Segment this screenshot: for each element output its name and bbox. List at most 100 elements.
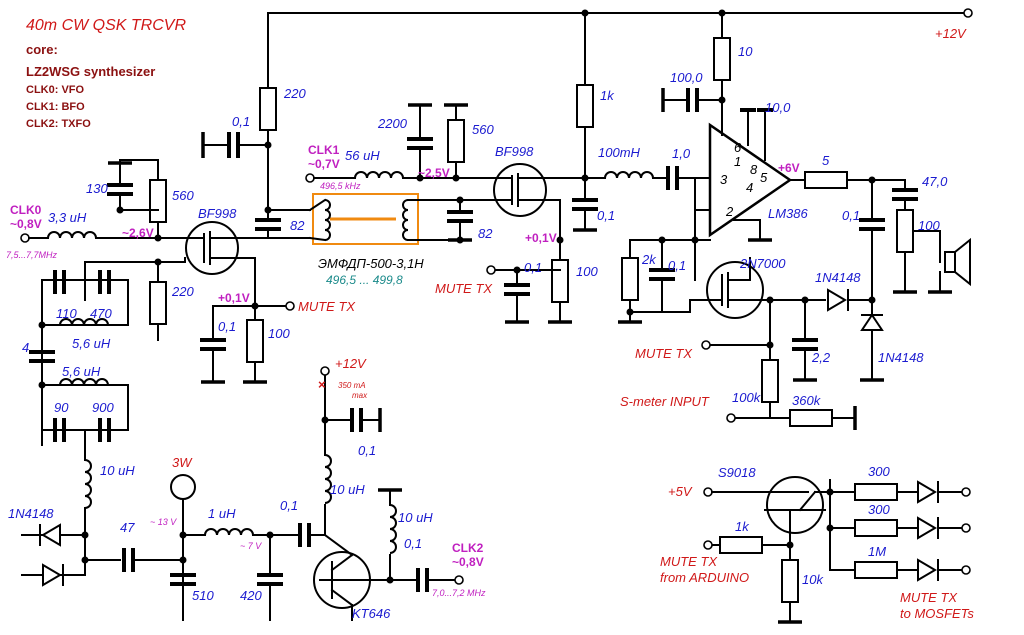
label-c900: 900 bbox=[92, 400, 114, 415]
label-c47: 47,0 bbox=[922, 174, 948, 189]
label-r1kb: 1k bbox=[735, 519, 750, 534]
mute-tx-label-1: MUTE TX bbox=[298, 299, 356, 314]
clk1-freq: 496,5 kHz bbox=[320, 181, 361, 191]
label-c130: 130 bbox=[86, 181, 108, 196]
label-l10b: 10 uH bbox=[330, 482, 365, 497]
lm386-pins: 61 38 45 2 bbox=[720, 140, 768, 219]
mixer-stage bbox=[20, 12, 311, 384]
clk0-desc: CLK0: VFO bbox=[26, 84, 85, 96]
clk1-voltage: ~0,7V bbox=[308, 157, 340, 171]
label-l1u: 1 uH bbox=[208, 506, 236, 521]
clk1-desc: CLK1: BFO bbox=[26, 101, 85, 113]
header-labels: 40m CW QSK TRCVR core: LZ2WSG synthesize… bbox=[26, 17, 186, 130]
label-c100: 100,0 bbox=[670, 70, 703, 85]
mute-tx-label-2: MUTE TX bbox=[435, 281, 493, 296]
label-r1k: 1k bbox=[600, 88, 615, 103]
product-detector bbox=[459, 12, 711, 324]
label-r10: 10 bbox=[738, 44, 753, 59]
label-l10c: 10 uH bbox=[398, 510, 433, 525]
label-c01f: 0,1 bbox=[668, 258, 686, 273]
arduino-mute-1: MUTE TX bbox=[660, 554, 718, 569]
label-c82a: 82 bbox=[290, 218, 305, 233]
if-filter bbox=[305, 103, 501, 245]
supply-6v-label: +6V bbox=[778, 161, 800, 175]
label-c01e: 0,1 bbox=[524, 260, 542, 275]
label-c01h: 0,1 bbox=[358, 443, 376, 458]
label-r300a: 300 bbox=[868, 464, 890, 479]
label-c110: 110 bbox=[56, 306, 77, 321]
voltage-01a: +0,1V bbox=[218, 291, 250, 305]
label-r100a: 100 bbox=[268, 326, 290, 341]
clk2-label: CLK2 bbox=[452, 541, 484, 555]
synth-label: LZ2WSG synthesizer bbox=[26, 64, 155, 79]
label-bf998-b: BF998 bbox=[495, 144, 534, 159]
label-c82b: 82 bbox=[478, 226, 493, 241]
label-s9018: S9018 bbox=[718, 465, 756, 480]
clk0-voltage: ~0,8V bbox=[10, 217, 42, 231]
clk2-voltage: ~0,8V bbox=[452, 555, 484, 569]
mute-tx-label-3: MUTE TX bbox=[635, 346, 693, 361]
label-c90: 90 bbox=[54, 400, 69, 415]
label-kt646: KT646 bbox=[352, 606, 391, 621]
voltage-25: ~2,5V bbox=[418, 166, 450, 180]
rf-power-label: 3W bbox=[172, 455, 193, 470]
svg-text:3: 3 bbox=[720, 172, 728, 187]
voltage-13: ~ 13 V bbox=[150, 517, 177, 527]
svg-text:2: 2 bbox=[725, 204, 734, 219]
current-label: 350 mA bbox=[338, 381, 366, 390]
label-r560a: 560 bbox=[472, 122, 494, 137]
label-l56b: 5,6 uH bbox=[62, 364, 101, 379]
pa-supply-label: +12V bbox=[335, 356, 367, 371]
label-r5: 5 bbox=[822, 153, 830, 168]
current-max-label: max bbox=[352, 391, 368, 400]
supply-rail-12v bbox=[267, 8, 973, 18]
label-c01g: 0,1 bbox=[280, 498, 298, 513]
label-c01d: 0,1 bbox=[218, 319, 236, 334]
clk0-label: CLK0 bbox=[10, 203, 42, 217]
label-l100m: 100mH bbox=[598, 145, 641, 160]
svg-text:6: 6 bbox=[734, 140, 742, 155]
filter-range: 496,5 ... 499,8 bbox=[326, 273, 403, 287]
supply-12v-label: +12V bbox=[935, 26, 967, 41]
label-bf998-a: BF998 bbox=[198, 206, 237, 221]
clk2-range: 7,0...7,2 MHz bbox=[432, 588, 486, 598]
component-labels: BF998 BF998 LM386 2N7000 KT646 S9018 1N4… bbox=[8, 44, 948, 621]
clk0-range: 7,5...7,7MHz bbox=[6, 250, 58, 260]
label-r300b: 300 bbox=[868, 502, 890, 517]
label-r2k: 2k bbox=[641, 252, 657, 267]
svg-text:×: × bbox=[318, 377, 326, 392]
label-c10b: 10,0 bbox=[765, 100, 791, 115]
label-lm386: LM386 bbox=[768, 206, 809, 221]
mute-driver bbox=[703, 476, 971, 624]
supply-5v-label: +5V bbox=[668, 484, 693, 499]
label-r560b: 560 bbox=[172, 188, 194, 203]
svg-text:4: 4 bbox=[746, 180, 753, 195]
label-c420: 420 bbox=[240, 588, 262, 603]
voltage-26: ~2,6V bbox=[122, 226, 154, 240]
label-l56a: 5,6 uH bbox=[72, 336, 111, 351]
signal-labels: +12V +12V +5V +6V 350 mA max CLK0 ~0,8V … bbox=[6, 26, 974, 621]
filter-name: ЭМФДП-500-3,1Н bbox=[318, 256, 424, 271]
label-r360k: 360k bbox=[792, 393, 822, 408]
label-r100k: 100k bbox=[732, 390, 762, 405]
pa-output: × bbox=[21, 366, 464, 621]
label-c510: 510 bbox=[192, 588, 214, 603]
label-l56: 56 uH bbox=[345, 148, 380, 163]
label-c01b: 0,1 bbox=[597, 208, 615, 223]
label-l10a: 10 uH bbox=[100, 463, 135, 478]
mosfet-mute-2: to MOSFETs bbox=[900, 606, 974, 621]
label-r100b: 100 bbox=[576, 264, 598, 279]
label-r100vol: 100 bbox=[918, 218, 940, 233]
core-label: core: bbox=[26, 42, 58, 57]
label-c01a: 0,1 bbox=[232, 114, 250, 129]
tx-bandpass-filter bbox=[29, 261, 129, 564]
voltage-01b: +0,1V bbox=[525, 231, 557, 245]
label-d1: 1N4148 bbox=[8, 506, 54, 521]
label-2n7000: 2N7000 bbox=[739, 256, 786, 271]
label-c22: 2,2 bbox=[811, 350, 831, 365]
label-c4: 4 bbox=[22, 340, 29, 355]
smeter-label: S-meter INPUT bbox=[620, 394, 710, 409]
label-c01i: 0,1 bbox=[404, 536, 422, 551]
label-c10: 1,0 bbox=[672, 146, 691, 161]
